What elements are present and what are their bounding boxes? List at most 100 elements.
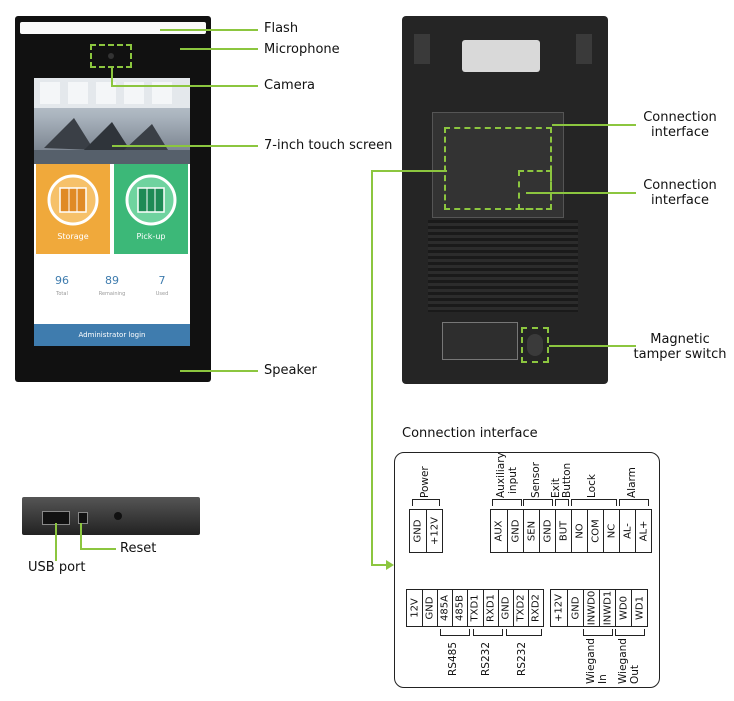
stat-remaining-label: Remaining: [98, 291, 126, 297]
camera-lens: [108, 53, 114, 59]
conn2-label-a: Connection: [643, 178, 717, 193]
arrow-icon: [386, 560, 394, 570]
camera-highlight: [90, 44, 132, 68]
aux-bracket: [492, 499, 522, 506]
touch-screen: Storage Pick-up 96 89 7 Total Remaining …: [34, 78, 190, 346]
pin-cell: 485B: [452, 590, 467, 626]
conn1-leader: [552, 124, 636, 126]
storage-lockers-icon: [47, 174, 99, 226]
reset-hole: [78, 512, 88, 524]
lock-group-label: Lock: [586, 474, 598, 498]
pin-cell: GND: [507, 510, 523, 552]
camera-label: Camera: [264, 78, 316, 93]
rs485-label: RS485: [447, 641, 459, 676]
pin-cell: INWD0: [583, 590, 599, 626]
wiegand-in-bracket: [583, 629, 613, 636]
pin-label: AL-: [622, 523, 633, 539]
pin-label: GND: [542, 519, 553, 543]
pin-label: 485B: [454, 595, 466, 621]
pin-label: TXD2: [515, 594, 527, 622]
tamper-label-a: Magnetic: [650, 332, 710, 347]
tamper-label-b: tamper switch: [633, 347, 727, 362]
pickup-label: Pick-up: [136, 232, 166, 241]
pin-label: INWD0: [586, 590, 597, 626]
storage-tile[interactable]: Storage: [36, 164, 110, 254]
pin-cell: WD0: [615, 590, 631, 626]
back-top-tab-left: [414, 34, 430, 64]
pin-cell: BUT: [555, 510, 571, 552]
microphone-label: Microphone: [264, 42, 340, 57]
pin-label: RXD1: [485, 594, 497, 622]
back-top-label: [462, 40, 540, 72]
conn1-label-a: Connection: [643, 110, 717, 125]
pin-label: NO: [574, 523, 585, 539]
wiegand-out-bracket: [615, 629, 645, 636]
pin-label: 12V: [409, 598, 421, 618]
reset-label: Reset: [120, 541, 157, 556]
pin-label: 485A: [439, 595, 451, 621]
camera-leader-h: [111, 85, 258, 87]
rs232b-label: RS232: [516, 641, 528, 676]
screen-label: 7-inch touch screen: [264, 138, 393, 153]
pin-cell: NC: [603, 510, 619, 552]
back-recess: [432, 112, 564, 218]
connector-highlight-2: [518, 170, 552, 210]
flash-strip: [20, 22, 206, 34]
storage-label: Storage: [57, 232, 89, 241]
rs232b-bracket: [506, 629, 542, 636]
admin-login-button[interactable]: Administrator login: [34, 324, 190, 346]
stat-used-value: 7: [158, 274, 166, 287]
conn1-label-b: interface: [651, 125, 709, 140]
pin-cell: INWD1: [599, 590, 615, 626]
pin-label: +12V: [553, 594, 565, 622]
wiegand-in-label-b: In: [597, 674, 609, 684]
pin-cell: GND: [410, 510, 426, 552]
pin-label: SEN: [526, 520, 537, 542]
sensor-bracket: [523, 499, 553, 506]
pin-cell: AL+: [635, 510, 651, 552]
power-group-label: Power: [419, 466, 431, 498]
pin-cell: +12V: [551, 590, 567, 626]
pin-label: GND: [500, 596, 512, 620]
tamper-switch-highlight: [521, 327, 549, 363]
pin-cell: +12V: [426, 510, 442, 552]
pin-cell: AL-: [619, 510, 635, 552]
sensor-group-label: Sensor: [530, 462, 542, 498]
pin-label: COM: [590, 519, 601, 543]
tamper-switch: [527, 334, 543, 356]
pin-label: WD0: [618, 596, 629, 620]
screw-hole: [114, 512, 122, 520]
flash-leader: [160, 29, 258, 31]
reset-leader-h: [80, 548, 116, 550]
pin-label: TXD1: [469, 594, 481, 622]
pin-cell: AUX: [491, 510, 507, 552]
aux-group-label-a: Auxiliary: [495, 452, 507, 498]
pin-label: GND: [424, 596, 436, 620]
stat-total-label: Total: [56, 291, 68, 297]
pin-label: +12V: [429, 517, 440, 545]
pickup-tile[interactable]: Pick-up: [114, 164, 188, 254]
pin-cell: 485A: [437, 590, 452, 626]
usb-leader: [55, 523, 57, 561]
exit-group-label-b: Button: [561, 462, 573, 498]
speaker-label: Speaker: [264, 363, 317, 378]
tamper-leader: [549, 345, 636, 347]
rs232a-label: RS232: [480, 641, 492, 676]
conn-diagram-leader-h: [371, 170, 447, 172]
pin-cell: GND: [539, 510, 555, 552]
rs232a-bracket: [473, 629, 503, 636]
pin-label: AL+: [638, 520, 649, 542]
pin-label: BUT: [558, 520, 569, 542]
pin-cell: NO: [571, 510, 587, 552]
stat-total-value: 96: [55, 274, 69, 287]
aux-group-label-b: input: [507, 466, 519, 494]
pickup-lockers-icon: [125, 174, 177, 226]
connector-highlight-1: [444, 127, 552, 210]
exit-bracket: [555, 499, 569, 506]
back-nameplate: [442, 322, 518, 360]
usb-label: USB port: [28, 560, 86, 575]
pin-cell: RXD2: [527, 590, 543, 626]
pin-cell: TXD1: [467, 590, 482, 626]
pin-cell: SEN: [523, 510, 539, 552]
back-top-tab-right: [576, 34, 592, 64]
